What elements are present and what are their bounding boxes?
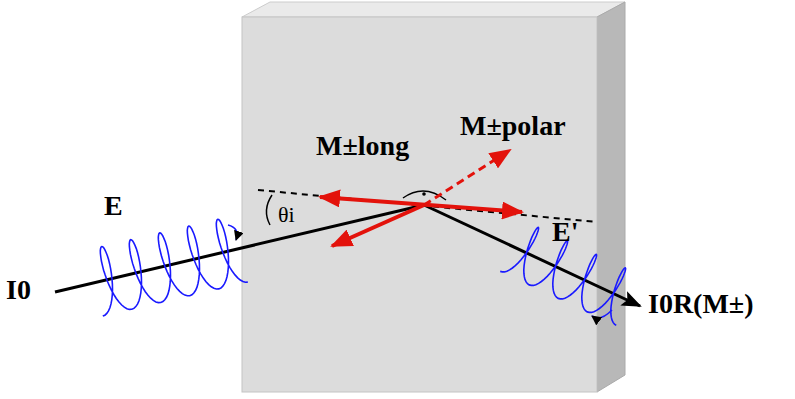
field-label: E' (552, 218, 578, 246)
block-front (242, 17, 597, 392)
rotation-curl (592, 310, 612, 318)
intensity-label: I0 (6, 276, 31, 304)
polarisation-helix (100, 219, 625, 325)
block-side (597, 2, 625, 392)
reflected-beam (424, 205, 640, 306)
helix-stroke (100, 219, 248, 316)
angle-arc (266, 195, 272, 225)
angle-label: θi (278, 204, 295, 226)
m-polar-arrow (424, 150, 510, 205)
rotation-curl (228, 225, 237, 240)
block-top (242, 2, 625, 17)
right-angle-dot (422, 192, 426, 196)
m-long-arrow-2 (332, 205, 424, 246)
m-long-label: M±long (316, 132, 409, 160)
field-label: E (104, 192, 123, 220)
m-polar-label: M±polar (460, 112, 566, 140)
intensity-label: I0R(M±) (648, 290, 754, 318)
plane-line (258, 190, 597, 222)
